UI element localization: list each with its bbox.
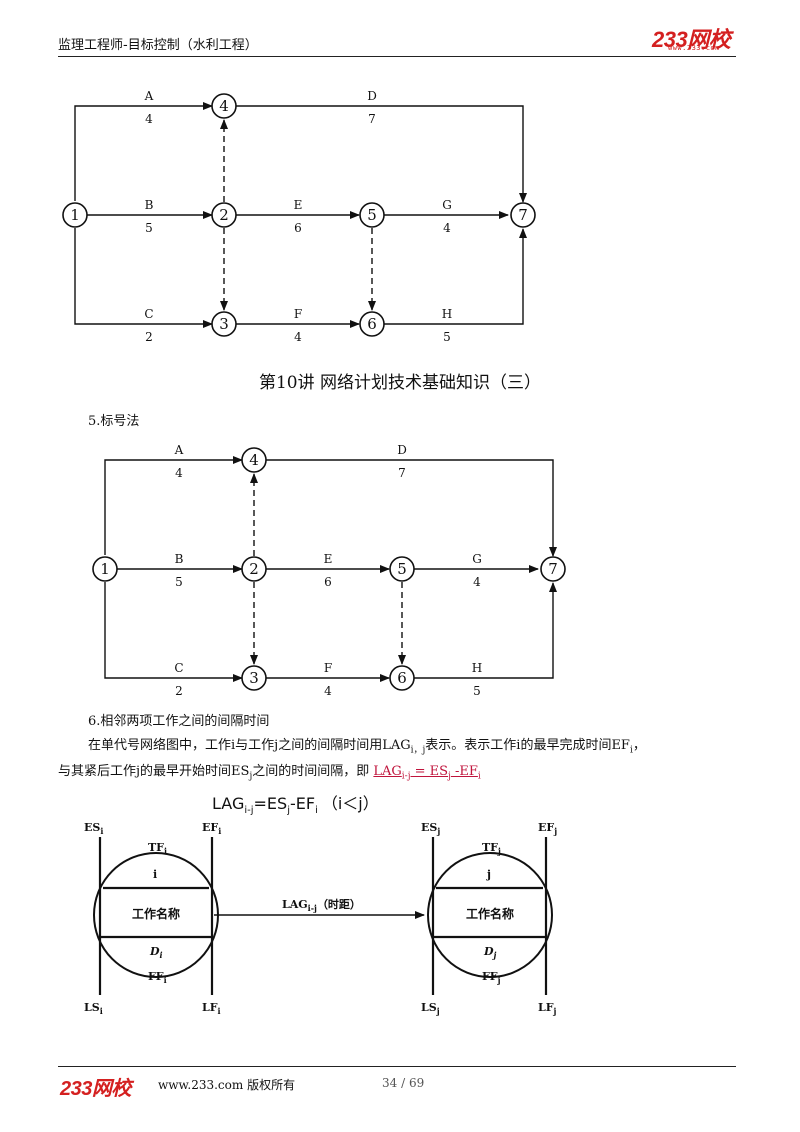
lag-formula: LAGi-j = ESj -EFi bbox=[373, 764, 481, 782]
network-diagram-1: 1 2 3 4 5 6 7 A 4 D 7 B 5 E 6 G 4 C 2 F … bbox=[62, 89, 536, 344]
d-i-label: Di bbox=[149, 945, 163, 960]
node-2: 2 bbox=[219, 206, 229, 224]
activity-label: E bbox=[294, 198, 303, 212]
header-title: 监理工程师-目标控制（水利工程） bbox=[58, 38, 258, 53]
node-6: 6 bbox=[367, 315, 377, 333]
paragraph-1: 在单代号网络图中，工作i与工作j之间的间隔时间用LAGi，j表示。表示工作i的最… bbox=[88, 738, 646, 756]
node-circle bbox=[62, 202, 88, 228]
tf-j-label: TFj bbox=[482, 841, 501, 856]
lag-node-diagram: ESi EFi LSi LFi TFi i 工作名称 Di FFi ESj EF… bbox=[84, 821, 557, 1016]
activity-duration: 5 bbox=[473, 684, 481, 698]
node-j-id: j bbox=[486, 868, 491, 881]
ff-i-label: FFi bbox=[148, 970, 167, 985]
activity-duration: 4 bbox=[324, 684, 332, 698]
activity-duration: 5 bbox=[145, 221, 153, 235]
node-3: 3 bbox=[219, 315, 229, 333]
activity-label: G bbox=[442, 198, 452, 212]
node-5: 5 bbox=[367, 206, 377, 224]
activity-duration: 4 bbox=[294, 330, 302, 344]
lag-diagram-title: LAGi-j=ESj-EFi（i＜j） bbox=[212, 794, 379, 817]
node-5: 5 bbox=[397, 560, 407, 578]
footer-rule bbox=[58, 1066, 736, 1067]
node-7: 7 bbox=[518, 206, 528, 224]
activity-duration: 4 bbox=[175, 466, 183, 480]
node-j-name: 工作名称 bbox=[466, 906, 514, 921]
activity-label: A bbox=[174, 443, 184, 457]
brand-url: www.233.com bbox=[668, 44, 720, 52]
es-i-label: ESi bbox=[84, 821, 103, 836]
activity-label: A bbox=[144, 89, 154, 103]
activity-label: H bbox=[442, 307, 452, 321]
node-1: 1 bbox=[100, 560, 110, 578]
node-4: 4 bbox=[219, 97, 229, 115]
activity-label: C bbox=[144, 307, 153, 321]
activity-label: D bbox=[367, 89, 377, 103]
ls-j-label: LSj bbox=[421, 1001, 440, 1016]
footer-site: www.233.com 版权所有 bbox=[158, 1078, 296, 1092]
footer-logo: 233网校 bbox=[60, 1078, 131, 1100]
lag-arrow-label: LAGi-j（时距） bbox=[282, 897, 361, 913]
paragraph-2: 与其紧后工作j的最早开始时间ESj之间的时间间隔，即 LAGi-j = ESj … bbox=[58, 764, 481, 782]
activity-label: B bbox=[175, 552, 184, 566]
activity-duration: 6 bbox=[324, 575, 332, 589]
network-diagram-2: 1 2 3 4 5 6 7 A 4 D 7 B 5 E 6 G 4 C 2 F … bbox=[92, 443, 566, 698]
node-i-id: i bbox=[153, 868, 157, 881]
activity-label: H bbox=[472, 661, 482, 675]
ef-j-label: EFj bbox=[538, 821, 557, 836]
brand-logo: 233网校 bbox=[652, 27, 731, 52]
activity-duration: 4 bbox=[443, 221, 451, 235]
ff-j-label: FFj bbox=[482, 970, 501, 985]
section-heading-5: 5.标号法 bbox=[88, 414, 140, 429]
ef-i-label: EFi bbox=[202, 821, 221, 836]
activity-duration: 4 bbox=[145, 112, 153, 126]
activity-label: D bbox=[397, 443, 407, 457]
d-j-label: Dj bbox=[483, 945, 497, 960]
header-rule bbox=[58, 56, 736, 57]
node-3: 3 bbox=[249, 669, 259, 687]
activity-duration: 5 bbox=[175, 575, 183, 589]
activity-duration: 2 bbox=[175, 684, 183, 698]
activity-duration: 6 bbox=[294, 221, 302, 235]
node-6: 6 bbox=[397, 669, 407, 687]
activity-label: E bbox=[324, 552, 333, 566]
node-7: 7 bbox=[548, 560, 558, 578]
section-heading-6: 6.相邻两项工作之间的间隔时间 bbox=[88, 714, 270, 729]
activity-label: F bbox=[324, 661, 332, 675]
lf-j-label: LFj bbox=[538, 1001, 557, 1016]
es-j-label: ESj bbox=[421, 821, 440, 836]
ls-i-label: LSi bbox=[84, 1001, 103, 1016]
node-4: 4 bbox=[249, 451, 259, 469]
tf-i-label: TFi bbox=[148, 841, 167, 856]
activity-duration: 7 bbox=[368, 112, 376, 126]
node-2: 2 bbox=[249, 560, 259, 578]
activity-label: F bbox=[294, 307, 302, 321]
activity-duration: 4 bbox=[473, 575, 481, 589]
activity-label: G bbox=[472, 552, 482, 566]
lf-i-label: LFi bbox=[202, 1001, 221, 1016]
node-i-name: 工作名称 bbox=[132, 906, 180, 921]
activity-duration: 2 bbox=[145, 330, 153, 344]
activity-label: C bbox=[174, 661, 183, 675]
page-number: 34 / 69 bbox=[382, 1076, 425, 1090]
activity-duration: 7 bbox=[398, 466, 406, 480]
activity-duration: 5 bbox=[443, 330, 451, 344]
activity-label: B bbox=[145, 198, 154, 212]
lecture-title: 第10讲 网络计划技术基础知识（三） bbox=[258, 373, 542, 393]
node-1: 1 bbox=[70, 206, 80, 224]
